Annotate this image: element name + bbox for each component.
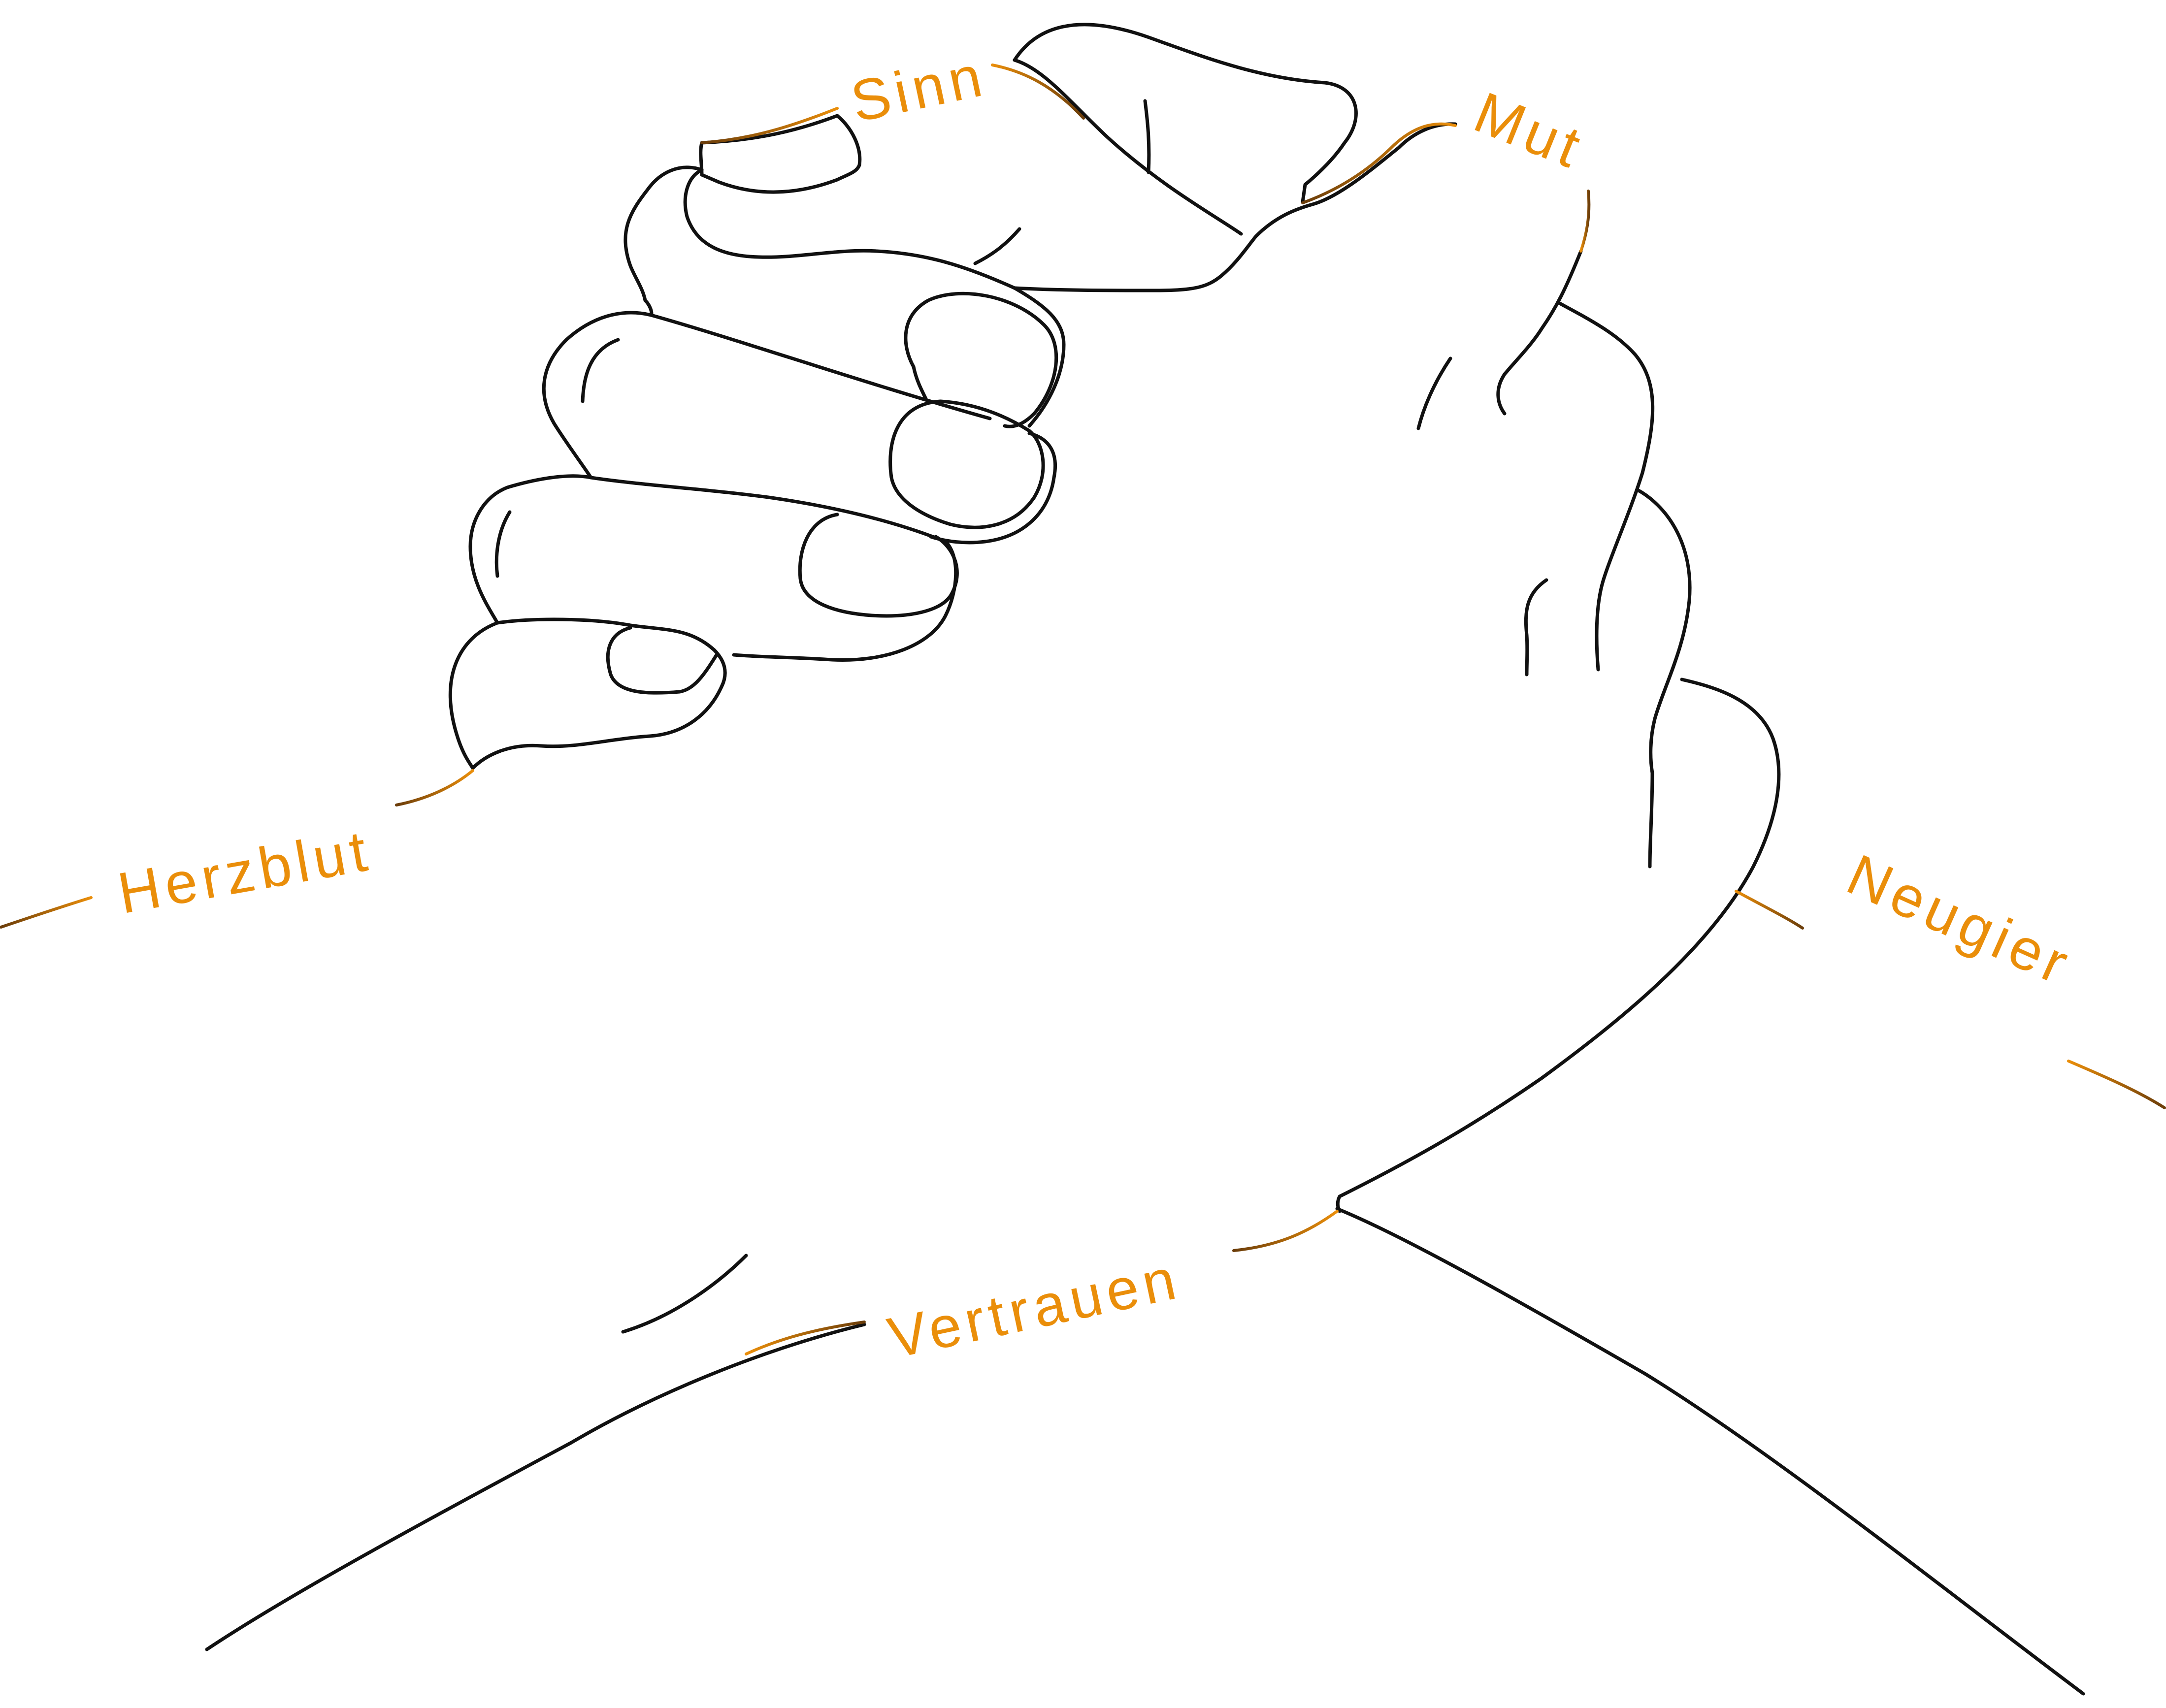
hand-outline <box>205 23 2085 1696</box>
labels: Sinn Mut Herzblut Neugier Vertrauen <box>113 43 2082 1371</box>
label-herzblut: Herzblut <box>113 818 376 926</box>
label-connectors <box>0 64 2166 1355</box>
label-sinn: Sinn <box>846 43 992 135</box>
label-neugier: Neugier <box>1838 842 2082 998</box>
label-mut: Mut <box>1466 80 1594 182</box>
label-vertrauen: Vertrauen <box>883 1246 1186 1371</box>
